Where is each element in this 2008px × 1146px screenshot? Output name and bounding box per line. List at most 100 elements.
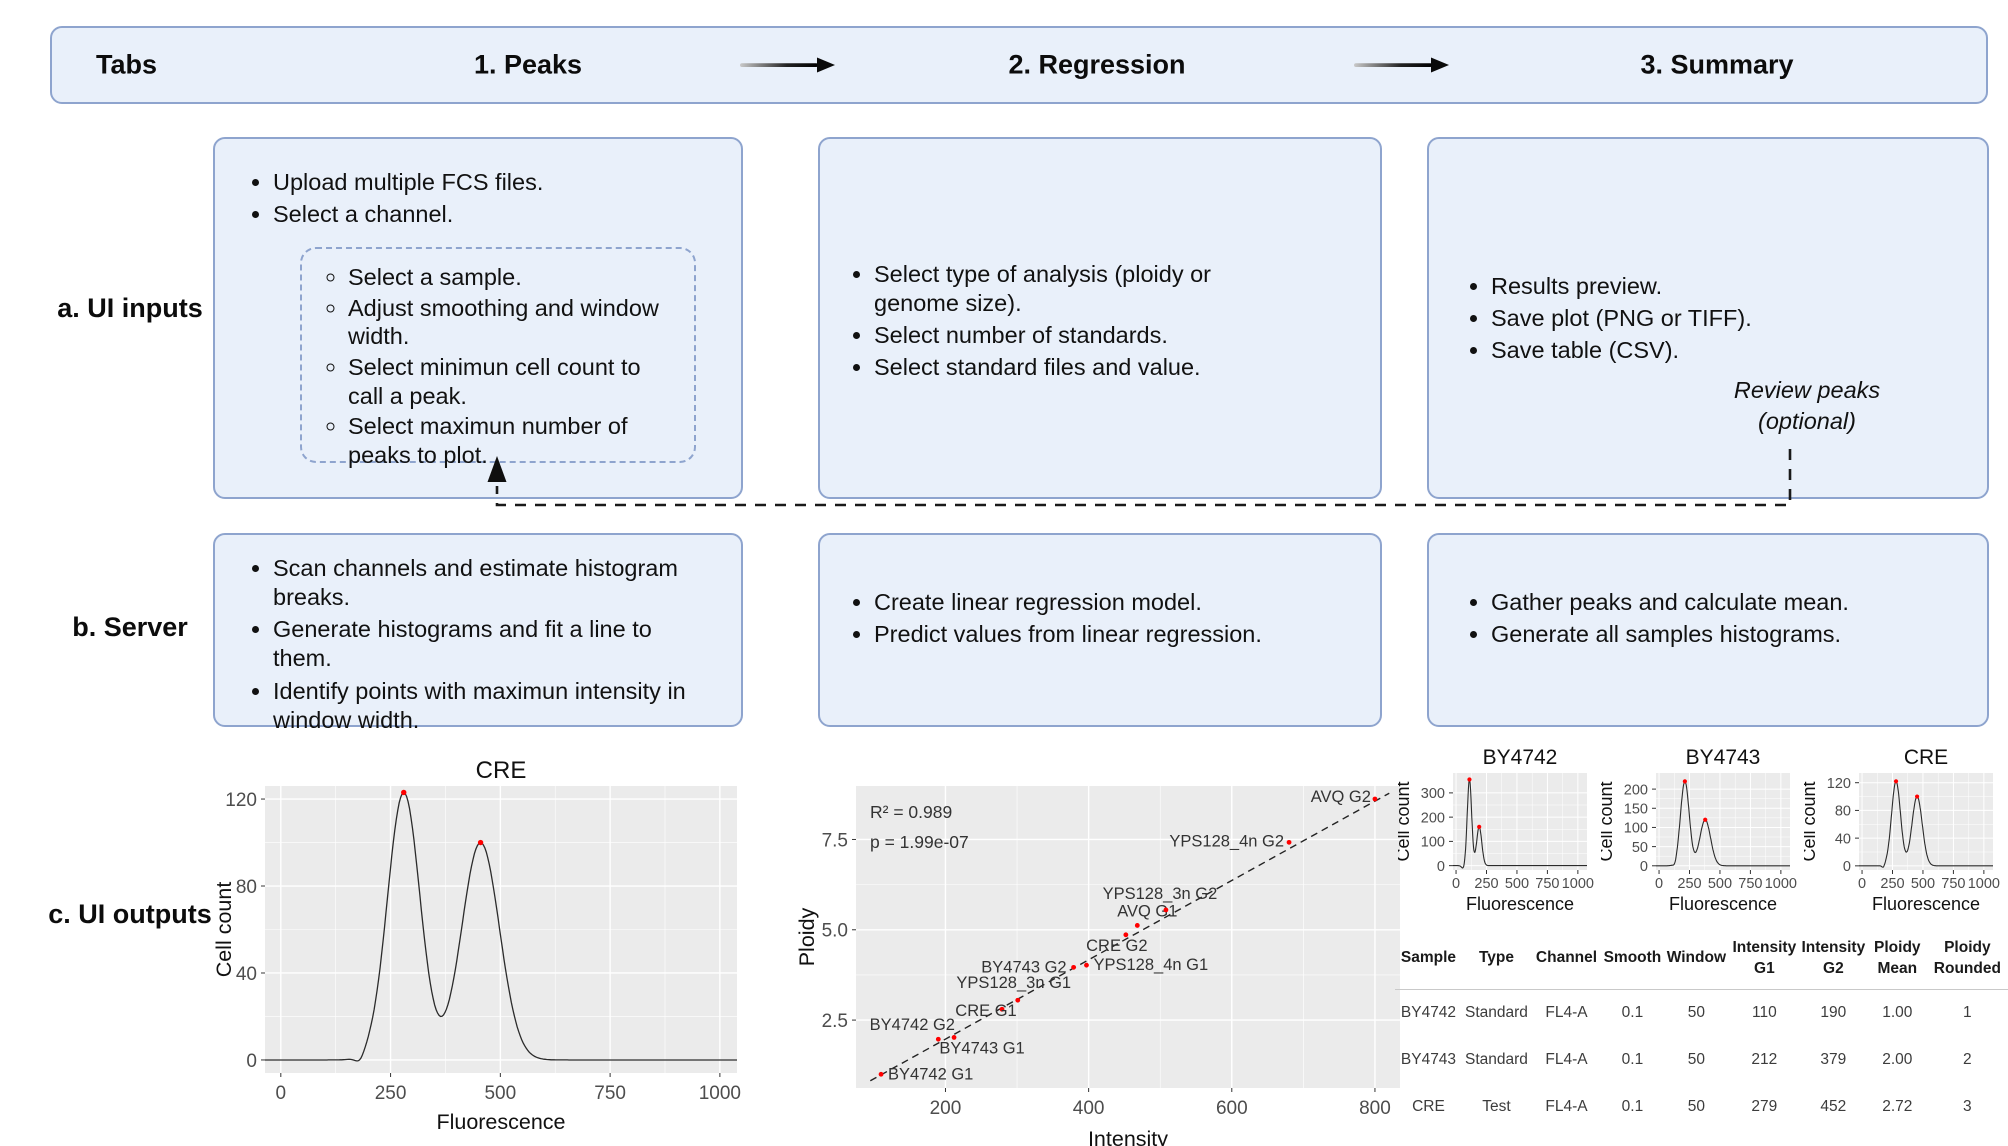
svg-text:5.0: 5.0 xyxy=(822,921,848,942)
server-peaks-box: Scan channels and estimate histogram bre… xyxy=(213,533,743,733)
bullet-item: Select minimun cell count to call a peak… xyxy=(348,353,666,410)
bullet-item: Generate histograms and fit a line to th… xyxy=(273,615,701,673)
bullet-item: Predict values from linear regression. xyxy=(874,620,1360,649)
svg-text:500: 500 xyxy=(1708,876,1732,892)
table-header-cell: Intensity G2 xyxy=(1798,936,1868,990)
svg-text:150: 150 xyxy=(1624,801,1648,817)
svg-text:BY4742: BY4742 xyxy=(1483,746,1558,769)
table-header-cell: Smooth xyxy=(1602,936,1663,990)
table-cell: 2.00 xyxy=(1882,1051,1913,1069)
svg-text:0: 0 xyxy=(246,1051,257,1072)
svg-text:0: 0 xyxy=(1452,876,1460,892)
svg-text:750: 750 xyxy=(594,1083,626,1104)
svg-text:Intensity: Intensity xyxy=(1088,1127,1168,1146)
peak-options-dashed-box: Select a sample.Adjust smoothing and win… xyxy=(300,247,696,468)
svg-text:BY4742 G1: BY4742 G1 xyxy=(888,1065,973,1083)
svg-text:100: 100 xyxy=(1624,821,1648,837)
svg-text:CRE G1: CRE G1 xyxy=(955,1002,1016,1020)
svg-text:80: 80 xyxy=(236,877,257,898)
table-cell: 50 xyxy=(1687,1051,1705,1069)
table-cell: BY4743 xyxy=(1400,1051,1457,1069)
svg-text:750: 750 xyxy=(1535,876,1559,892)
svg-text:750: 750 xyxy=(1738,876,1762,892)
tab-step-summary: 3. Summary xyxy=(1640,49,1794,80)
svg-text:200: 200 xyxy=(1421,810,1445,826)
bullet-item: Select a sample. xyxy=(348,263,666,292)
svg-text:Fluorescence: Fluorescence xyxy=(1872,894,1980,914)
svg-text:2.5: 2.5 xyxy=(822,1011,848,1032)
row-label-ui-outputs: c. UI outputs xyxy=(48,899,212,929)
review-peaks-note-line2: (optional) xyxy=(1758,407,1856,434)
svg-text:0: 0 xyxy=(276,1083,287,1104)
svg-text:750: 750 xyxy=(1941,876,1965,892)
table-cell: 452 xyxy=(1820,1098,1847,1116)
server-peaks-list: Scan channels and estimate histogram bre… xyxy=(215,535,741,735)
svg-text:1000: 1000 xyxy=(1765,876,1797,892)
svg-text:YPS128_3n G1: YPS128_3n G1 xyxy=(956,974,1071,992)
table-cell: FL4-A xyxy=(1545,1098,1588,1116)
row-label-ui-inputs: a. UI inputs xyxy=(57,293,203,323)
table-header-cell: Channel xyxy=(1530,936,1602,990)
svg-text:CRE: CRE xyxy=(476,757,527,784)
table-cell: 3 xyxy=(1963,1098,1972,1116)
svg-text:YPS128_3n G2: YPS128_3n G2 xyxy=(1103,885,1218,903)
svg-text:300: 300 xyxy=(1421,786,1445,802)
svg-text:120: 120 xyxy=(225,790,257,811)
row-label-server: b. Server xyxy=(72,612,188,642)
server-summary-list: Gather peaks and calculate mean.Generate… xyxy=(1429,535,1987,649)
tab-step-regression: 2. Regression xyxy=(1008,49,1186,80)
svg-text:AVQ G2: AVQ G2 xyxy=(1311,788,1371,806)
table-header-cell: Window xyxy=(1662,936,1730,990)
table-header-cell: Ploidy Mean xyxy=(1867,936,1927,990)
server-regression-list: Create linear regression model.Predict v… xyxy=(820,535,1380,649)
table-cell: 379 xyxy=(1820,1051,1847,1069)
svg-text:500: 500 xyxy=(484,1083,516,1104)
svg-text:120: 120 xyxy=(1827,776,1851,792)
svg-text:7.5: 7.5 xyxy=(822,830,848,851)
svg-text:BY4743 G1: BY4743 G1 xyxy=(939,1039,1024,1057)
table-cell: FL4-A xyxy=(1545,1004,1588,1022)
svg-text:Cell count: Cell count xyxy=(1601,781,1616,861)
tabs-bar: Tabs 1. Peaks 2. Regression 3. Summary xyxy=(50,26,1988,104)
bullet-item: Select maximun number of peaks to plot. xyxy=(348,412,666,469)
svg-text:CRE G2: CRE G2 xyxy=(1086,937,1147,955)
bullet-item: Results preview. xyxy=(1491,272,1931,301)
table-header-cell: Sample xyxy=(1395,936,1462,990)
table-cell: 279 xyxy=(1751,1098,1778,1116)
svg-text:1000: 1000 xyxy=(1562,876,1594,892)
svg-text:Cell count: Cell count xyxy=(1804,781,1819,861)
svg-text:Cell count: Cell count xyxy=(1398,781,1413,861)
tab-step-peaks: 1. Peaks xyxy=(473,49,583,80)
ui-inputs-regression-box: Select type of analysis (ploidy or genom… xyxy=(818,137,1382,499)
table-header-cell: Intensity G1 xyxy=(1729,936,1799,990)
bullet-item: Select a channel. xyxy=(273,200,703,229)
svg-text:BY4743: BY4743 xyxy=(1686,746,1761,769)
svg-text:0: 0 xyxy=(1437,859,1445,875)
bullet-item: Select standard files and value. xyxy=(874,353,1282,382)
svg-text:0: 0 xyxy=(1640,859,1648,875)
table-cell: 190 xyxy=(1820,1004,1847,1022)
svg-text:500: 500 xyxy=(1911,876,1935,892)
svg-text:80: 80 xyxy=(1835,804,1851,820)
peak-options-list: Select a sample.Adjust smoothing and win… xyxy=(302,249,694,470)
table-cell: CRE xyxy=(1412,1098,1445,1116)
table-cell: 212 xyxy=(1751,1051,1778,1069)
table-header-cell: Type xyxy=(1461,936,1531,990)
svg-text:50: 50 xyxy=(1632,840,1648,856)
svg-text:800: 800 xyxy=(1359,1098,1391,1119)
ui-inputs-summary-list: Results preview.Save plot (PNG or TIFF).… xyxy=(1429,139,1987,365)
svg-text:500: 500 xyxy=(1505,876,1529,892)
table-cell: 1.00 xyxy=(1882,1004,1913,1022)
tabs-bar-label: Tabs xyxy=(96,49,158,80)
ui-inputs-summary-box: Results preview.Save plot (PNG or TIFF).… xyxy=(1427,137,1989,499)
bullet-item: Select type of analysis (ploidy or genom… xyxy=(874,260,1282,318)
ui-inputs-peaks-box: Upload multiple FCS files.Select a chann… xyxy=(213,137,743,499)
bullet-item: Select number of standards. xyxy=(874,321,1282,350)
table-cell: 1 xyxy=(1963,1004,1972,1022)
table-cell: 50 xyxy=(1687,1098,1705,1116)
svg-text:YPS128_4n G1: YPS128_4n G1 xyxy=(1093,956,1208,974)
